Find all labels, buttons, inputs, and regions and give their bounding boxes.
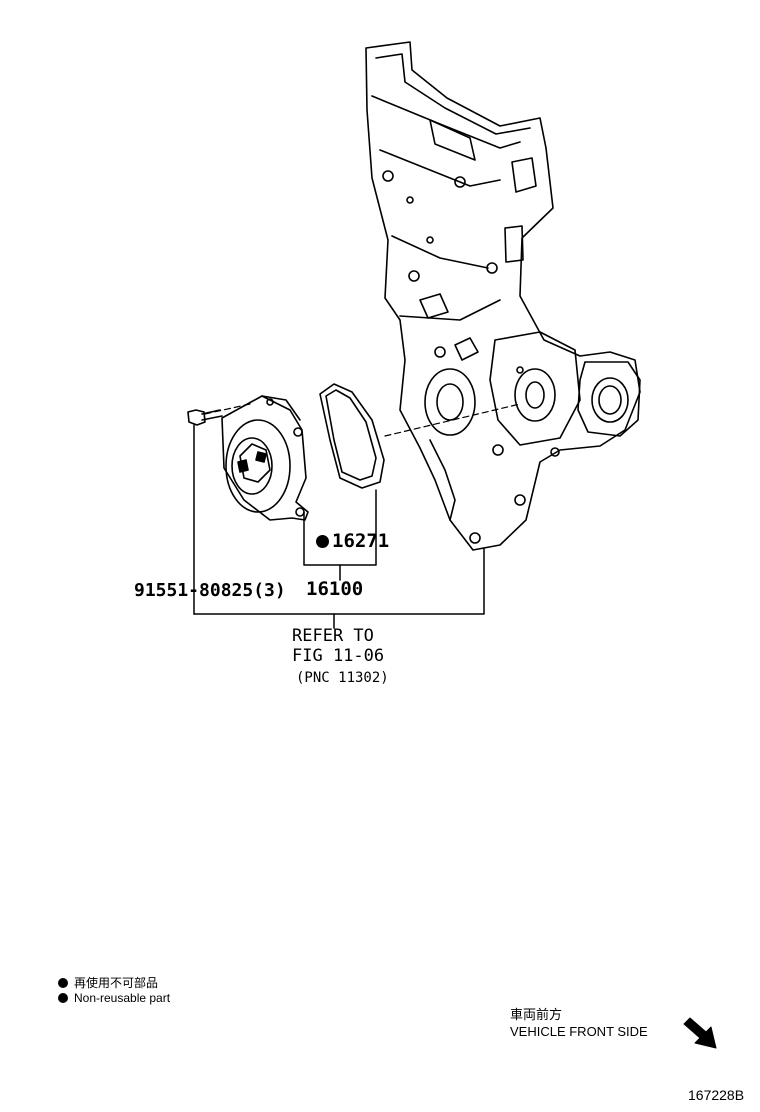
- callout-bolt: 91551-80825(3): [134, 580, 286, 601]
- gasket-ring: [319, 383, 385, 489]
- callout-gasket: 16271: [316, 530, 389, 552]
- legend-english: Non-reusable part: [58, 991, 170, 1005]
- bolt-part: [187, 409, 223, 426]
- reference-line-3: (PNC 11302): [296, 670, 389, 686]
- timing-chain-cover: [365, 41, 641, 551]
- non-reusable-bullet-icon: [316, 535, 329, 548]
- direction-english: VEHICLE FRONT SIDE: [510, 1024, 648, 1039]
- legend-bullet-icon: [58, 977, 68, 988]
- legend-japanese: 再使用不可部品: [58, 974, 158, 991]
- reference-line-2: FIG 11-06: [292, 646, 385, 666]
- vehicle-front-arrow-icon: [683, 1017, 717, 1049]
- alignment-lines: [204, 403, 521, 437]
- legend-bullet-icon: [58, 993, 68, 1003]
- leader-lines: [193, 424, 485, 629]
- figure-id: 167228B: [688, 1087, 745, 1103]
- callout-water-pump: 16100: [306, 578, 364, 600]
- water-pump-assembly: [221, 395, 309, 521]
- reference-line-1: REFER TO: [292, 626, 374, 646]
- direction-japanese: 車両前方: [510, 1007, 563, 1022]
